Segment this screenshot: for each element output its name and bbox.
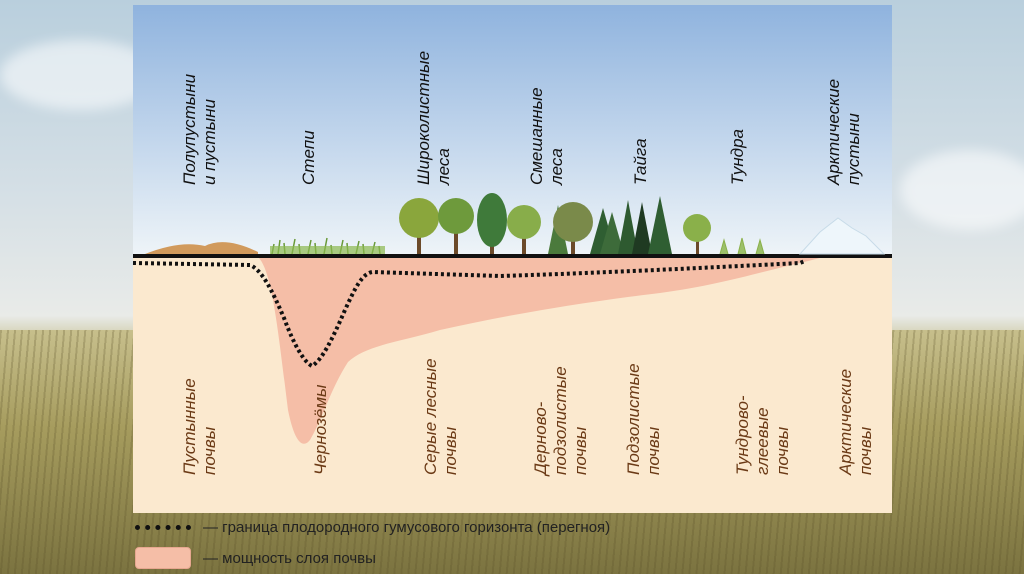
zone-label-tundra-line: Тундра (728, 129, 747, 185)
legend-dotted-line-swatch (135, 525, 191, 530)
zone-label-mixed-line: леса (547, 148, 566, 186)
zone-label-arctic-desert-line: пустыни (844, 113, 863, 185)
zone-label-mixed-line: Смешанные (527, 87, 546, 185)
legend-soil-fill-swatch (135, 547, 191, 569)
legend-humus-boundary: — граница плодородного гумусового горизо… (135, 519, 610, 536)
legend-soil-thickness-text: — мощность слоя почвы (203, 550, 376, 567)
zone-label-taiga: Тайга (631, 138, 650, 185)
soil-label-arctic-soils-line: Арктические (836, 369, 855, 476)
zone-label-steppe: Степи (299, 130, 318, 185)
soil-label-grey-forest-line: Серые лесные (421, 358, 440, 475)
soil-label-desert-soils-line: Пустынные (180, 378, 199, 475)
soil-label-tundra-gley-line: Тундрово- (733, 395, 752, 475)
zone-label-broadleaf-line: Широколистные (414, 51, 433, 185)
legend-soil-thickness: — мощность слоя почвы (135, 547, 376, 569)
soil-label-sod-podzolic-line: подзолистые (551, 366, 570, 475)
soil-label-arctic-soils-line: почвы (856, 426, 875, 475)
soil-label-sod-podzolic-line: Дерново- (531, 401, 550, 477)
soil-label-chernozem-line: Чернозёмы (311, 384, 330, 475)
zone-label-broadleaf-line: леса (434, 148, 453, 186)
soil-label-podzolic-line: Подзолистые (624, 363, 643, 475)
soil-label-podzolic-line: почвы (644, 426, 663, 475)
soil-label-sod-podzolic-line: почвы (571, 426, 590, 475)
soil-label-desert-soils-line: почвы (200, 426, 219, 475)
soil-label-grey-forest-line: почвы (441, 426, 460, 475)
zone-label-arctic-desert-line: Арктические (824, 79, 843, 186)
legend-humus-boundary-text: — граница плодородного гумусового горизо… (203, 519, 610, 536)
zone-label-tundra: Тундра (728, 129, 747, 185)
zone-label-steppe-line: Степи (299, 130, 318, 185)
zone-label-semi-desert-line: Полупустыни (180, 73, 199, 185)
soil-label-tundra-gley-line: почвы (773, 426, 792, 475)
soil-label-tundra-gley-line: глеевые (753, 407, 772, 475)
soil-label-chernozem: Чернозёмы (311, 384, 330, 475)
zone-label-semi-desert-line: и пустыни (200, 98, 219, 185)
zone-label-taiga-line: Тайга (631, 138, 650, 185)
